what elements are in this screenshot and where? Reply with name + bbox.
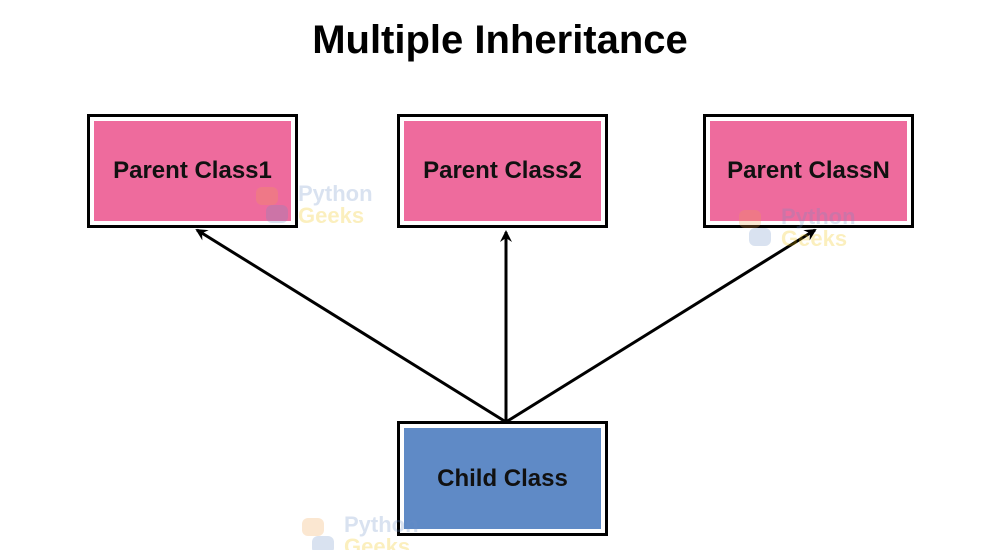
parent-classn-box: Parent ClassN (703, 114, 914, 228)
arrow-to-parent-classn (505, 228, 817, 424)
parent-class1-label: Parent Class1 (94, 121, 291, 221)
parent-class2-box: Parent Class2 (397, 114, 608, 228)
diagram-title: Multiple Inheritance (312, 18, 688, 62)
arrow-to-parent-class1 (195, 228, 507, 424)
parent-class2-label: Parent Class2 (404, 121, 601, 221)
parent-classn-label: Parent ClassN (710, 121, 907, 221)
child-class-label: Child Class (404, 428, 601, 529)
parent-class1-box: Parent Class1 (87, 114, 298, 228)
child-class-box: Child Class (397, 421, 608, 536)
